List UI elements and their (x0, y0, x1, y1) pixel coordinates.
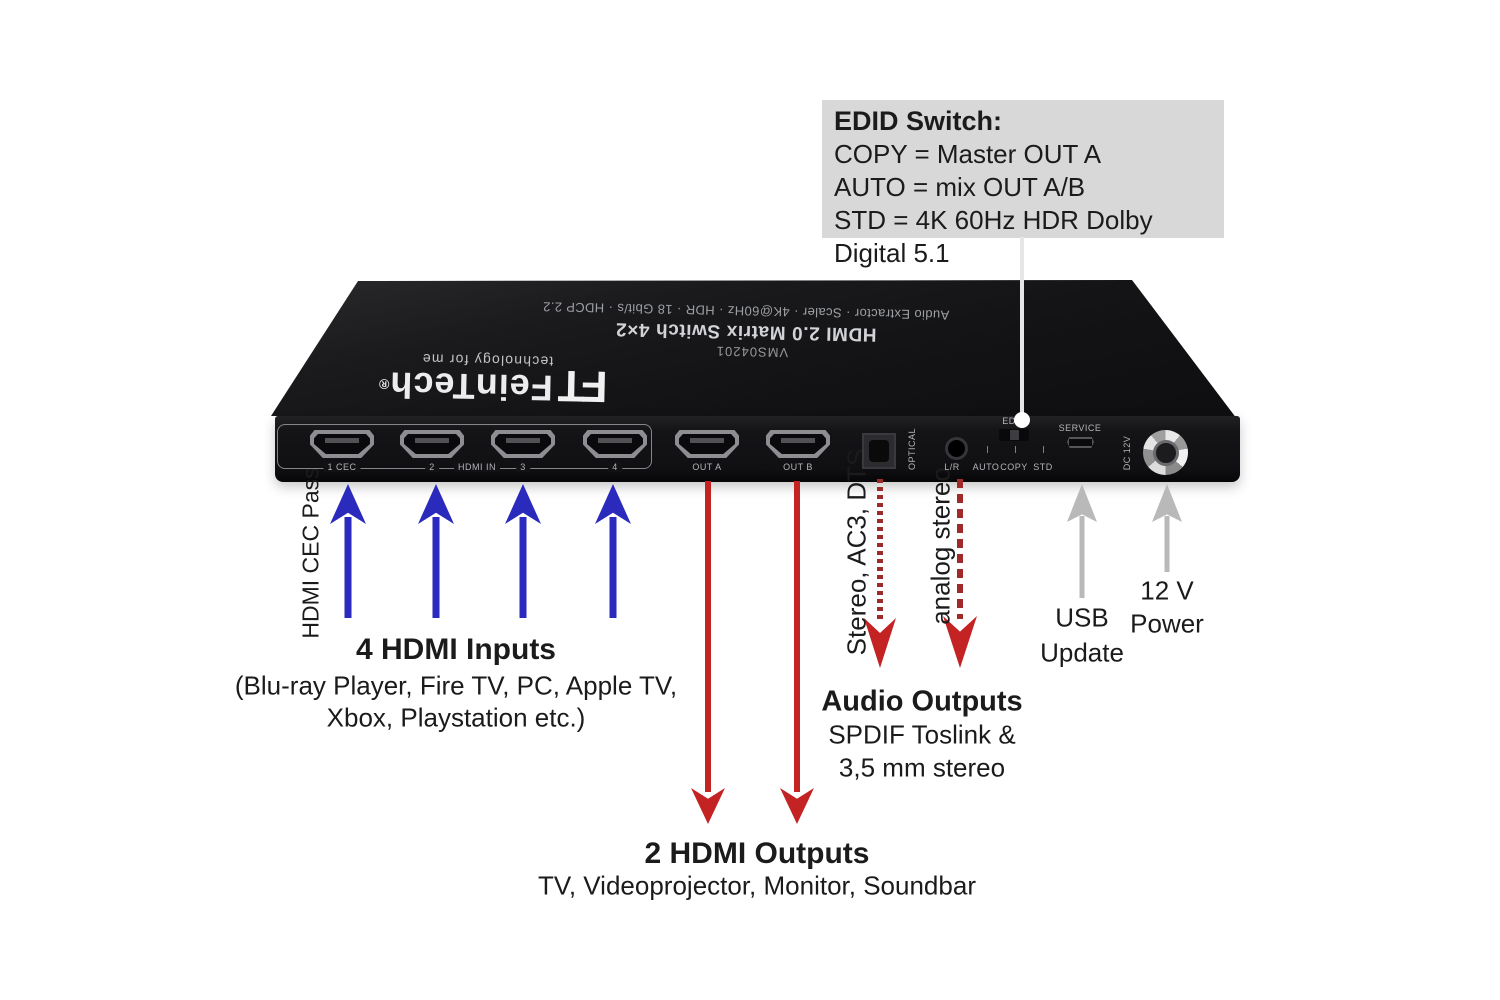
port-label-out-b: OUT B (783, 462, 813, 472)
dc-power-connector (1143, 430, 1188, 475)
audio-outputs-title: Audio Outputs (821, 685, 1023, 718)
port-label-input-3: 3 (516, 462, 530, 472)
hdmi-port-rim (766, 430, 830, 458)
hdmi-port-opening (770, 434, 826, 454)
arrow-shaft (519, 517, 527, 618)
edid-callout-line-copy: COPY = Master OUT A (834, 139, 1102, 169)
edid-callout-connector-dot (1014, 412, 1030, 428)
port-label-lr: L/R (944, 462, 960, 472)
port-label-input-4: 4 (608, 462, 622, 472)
analog-stereo-label: analog stereo (925, 467, 956, 625)
feintech-logo: FT FeinTech® technology for me (377, 350, 609, 411)
arrow-shaft (705, 481, 711, 792)
hdmi-output-port-b (766, 430, 830, 458)
arrow-shaft-dashed (957, 479, 963, 619)
device-top-face: Audio Extractor · Scaler · 4K@60Hz · HDR… (271, 280, 1237, 419)
power-label-2: Power (1130, 608, 1204, 639)
outputs-subtitle: TV, Videoprojector, Monitor, Soundbar (538, 870, 976, 901)
hdmi-port-rim (491, 430, 555, 458)
edid-switch-knob (1009, 430, 1019, 440)
arrow-shaft (344, 517, 352, 618)
analog-lr-jack (945, 437, 968, 460)
arrow-head (691, 788, 725, 824)
toslink-opening (869, 440, 889, 462)
hdmi-port-pin-strip (781, 438, 815, 443)
registered-mark: ® (377, 376, 390, 393)
hdmi-port-pin-strip (325, 438, 359, 443)
port-label-input-1: 1 CEC (323, 462, 361, 472)
port-label-input-2: 2 (425, 462, 439, 472)
device-title-text: HDMI 2.0 Matrix Switch 4×2 (615, 318, 877, 345)
inputs-title: 4 HDMI Inputs (356, 633, 556, 666)
hdmi-port-opening (404, 434, 460, 454)
edid-switch-ticks (987, 446, 1044, 453)
edid-callout-line-auto: AUTO = mix OUT A/B (834, 172, 1086, 202)
service-micro-usb-port (1067, 437, 1094, 448)
edid-option-auto: AUTO (972, 462, 1000, 472)
hdmi-output-port-a (675, 430, 739, 458)
dc-connector-pin-hole (1152, 439, 1179, 466)
arrow-shaft (1079, 516, 1085, 598)
audio-outputs-subtitle-1: SPDIF Toslink & (828, 719, 1016, 750)
inputs-subtitle-1: (Blu-ray Player, Fire TV, PC, Apple TV, (234, 670, 678, 701)
hdmi-port-opening (587, 434, 643, 454)
arrow-head (780, 788, 814, 824)
audio-outputs-subtitle-2: 3,5 mm stereo (838, 752, 1006, 783)
brand-name: FeinTech® (377, 364, 554, 409)
hdmi-port-pin-strip (690, 438, 724, 443)
arrow-shaft-dotted (877, 479, 883, 622)
hdmi-matrix-switch-device: Audio Extractor · Scaler · 4K@60Hz · HDR… (265, 278, 1250, 490)
inputs-subtitle-2: Xbox, Playstation etc.) (326, 702, 586, 733)
hdmi-input-port-1 (310, 430, 374, 458)
hdmi-port-opening (495, 434, 551, 454)
hdmi-port-pin-strip (598, 438, 632, 443)
edid-slide-switch (999, 429, 1029, 441)
optical-toslink-port (862, 433, 896, 469)
edid-option-std: STD (1033, 462, 1053, 472)
feintech-logo-mark-icon: FT (561, 360, 609, 411)
port-label-edid: EDID (1002, 416, 1026, 426)
hdmi-port-pin-strip (506, 438, 540, 443)
port-label-optical: OPTICAL (907, 427, 917, 471)
hdmi-port-pin-strip (415, 438, 449, 443)
edid-callout-connector-line (1020, 237, 1024, 419)
power-label-1: 12 V (1140, 575, 1194, 606)
edid-callout-box: EDID Switch: COPY = Master OUT A AUTO = … (822, 100, 1224, 268)
hdmi-port-opening (679, 434, 735, 454)
hdmi-port-rim (310, 430, 374, 458)
arrow-shaft (1164, 516, 1170, 572)
edid-callout-title: EDID Switch: (834, 106, 1003, 136)
hdmi-port-rim (400, 430, 464, 458)
outputs-title: 2 HDMI Outputs (644, 837, 870, 870)
port-label-hdmi-in-group: HDMI IN (454, 462, 500, 472)
edid-callout-line-std: STD = 4K 60Hz HDR Dolby Digital 5.1 (834, 205, 1153, 268)
hdmi-port-rim (583, 430, 647, 458)
arrow-shaft (432, 517, 440, 618)
hdmi-port-rim (675, 430, 739, 458)
arrow-shaft (794, 481, 800, 792)
port-label-out-a: OUT A (692, 462, 722, 472)
hdmi-port-opening (314, 434, 370, 454)
hdmi-input-port-3 (491, 430, 555, 458)
edid-option-copy: COPY (1000, 462, 1028, 472)
cec-pass-label: HDMI CEC Pass (297, 467, 324, 639)
device-model-number: VMS04201 (715, 343, 789, 361)
usb-update-label-1: USB (1055, 602, 1109, 633)
hdmi-input-port-2 (400, 430, 464, 458)
port-label-dc12v: DC 12V (1122, 435, 1132, 471)
arrow-shaft (609, 517, 617, 618)
usb-update-label-2: Update (1040, 637, 1124, 668)
port-label-service: SERVICE (1058, 423, 1102, 433)
spdif-formats-label: Stereo, AC3, DTS (841, 448, 872, 656)
hdmi-input-port-4 (583, 430, 647, 458)
